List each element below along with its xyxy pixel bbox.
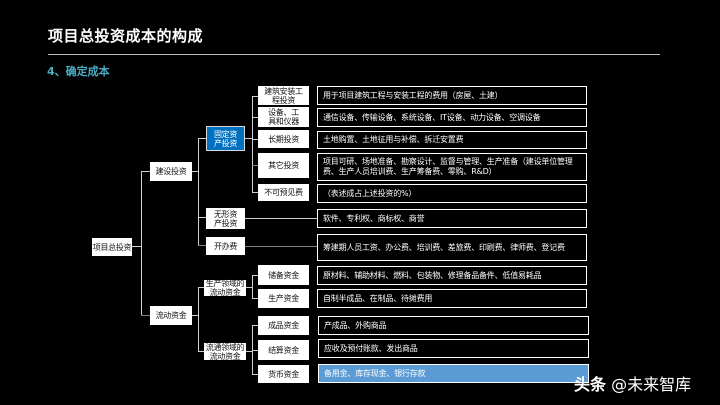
desc-long-term-investment: 土地购置、土地征用与补偿、拆迁安置费 — [317, 131, 587, 149]
connector — [198, 138, 206, 139]
node-settlement-funds: 结算资金 — [258, 340, 309, 360]
node-root: 项目总投资 — [92, 238, 132, 256]
connector — [252, 192, 258, 193]
connector — [245, 218, 317, 219]
connector — [252, 165, 258, 166]
connector — [245, 138, 252, 139]
connector — [245, 287, 252, 288]
connector — [252, 350, 258, 351]
connector — [132, 246, 141, 247]
connector — [141, 171, 150, 172]
desc-contingency: （表述成占上述投资的%） — [317, 184, 587, 203]
connector — [252, 325, 253, 374]
node-contingency: 不可预见费 — [258, 184, 309, 201]
connector — [192, 171, 198, 172]
connector — [252, 139, 258, 140]
connector — [252, 117, 258, 118]
connector — [198, 351, 206, 352]
section-subtitle: 4、确定成本 — [47, 65, 110, 78]
connector — [198, 138, 199, 246]
node-production-funds: 生产资金 — [258, 289, 309, 308]
connector — [198, 287, 206, 288]
desc-equipment-tools: 通信设备、传输设备、系统设备、IT设备、动力设备、空调设备 — [317, 108, 587, 127]
connector — [252, 275, 258, 276]
watermark-handle: @未来智库 — [611, 375, 692, 394]
desc-other-investment: 项目可研、场地准备、勘察设计、监督与管理、生产准备（建设单位管理费、生产人员培训… — [317, 153, 587, 181]
connector — [252, 275, 253, 299]
page-title: 项目总投资成本的构成 — [48, 27, 204, 45]
watermark-brand: 头条 — [574, 375, 607, 394]
desc-monetary: 备用金、库存现金、银行存款 — [318, 364, 589, 383]
node-startup-cost: 开办费 — [206, 237, 245, 255]
node-construction-investment: 建设投资 — [150, 162, 192, 181]
desc-settlement: 应收及预付账款、发出商品 — [318, 339, 589, 358]
connector — [245, 246, 317, 247]
connector — [252, 96, 253, 192]
desc-startup-cost: 筹建期人员工资、办公费、培训费、差旅费、印刷费、律师费、登记费 — [317, 234, 587, 261]
node-reserve-funds: 储备资金 — [258, 265, 309, 285]
desc-production-funds: 自制半成品、在制品、待摊费用 — [317, 289, 587, 308]
node-long-term-investment: 长期投资 — [258, 130, 309, 148]
connector — [252, 96, 258, 97]
desc-reserve-funds: 原材料、辅助材料、燃料、包装物、修理备品备件、低值易耗品 — [317, 266, 587, 285]
connector — [252, 325, 258, 326]
node-working-capital: 流动资金 — [150, 306, 192, 325]
desc-finished-goods: 产成品、外购商品 — [318, 316, 589, 335]
connector — [252, 374, 258, 375]
node-fixed-asset-investment: 固定资产投资 — [206, 126, 245, 151]
desc-construction-install: 用于项目建筑工程与安装工程的费用（房屋、土建） — [317, 86, 587, 105]
connector — [141, 171, 142, 316]
node-circulation-working-capital: 流通领域的流动资金 — [204, 342, 246, 361]
node-construction-install: 建筑安装工程投资 — [258, 86, 309, 105]
connector — [252, 298, 258, 299]
connector — [192, 315, 198, 316]
desc-intangible: 软件、专利权、商标权、商誉 — [317, 209, 587, 228]
node-intangible-asset-investment: 无形资产投资 — [206, 208, 245, 229]
connector — [198, 217, 206, 218]
connector — [198, 245, 206, 246]
connector — [245, 351, 252, 352]
node-finished-goods-funds: 成品资金 — [258, 316, 309, 335]
node-production-working-capital: 生产领域的流动资金 — [204, 279, 246, 297]
title-divider — [48, 54, 660, 55]
connector — [198, 287, 199, 352]
node-other-investment: 其它投资 — [258, 153, 309, 178]
watermark: 头条 @未来智库 — [574, 371, 691, 395]
node-monetary-funds: 货币资金 — [258, 365, 309, 383]
node-equipment-tools: 设备、工具和仪器 — [258, 107, 309, 127]
connector — [141, 315, 150, 316]
